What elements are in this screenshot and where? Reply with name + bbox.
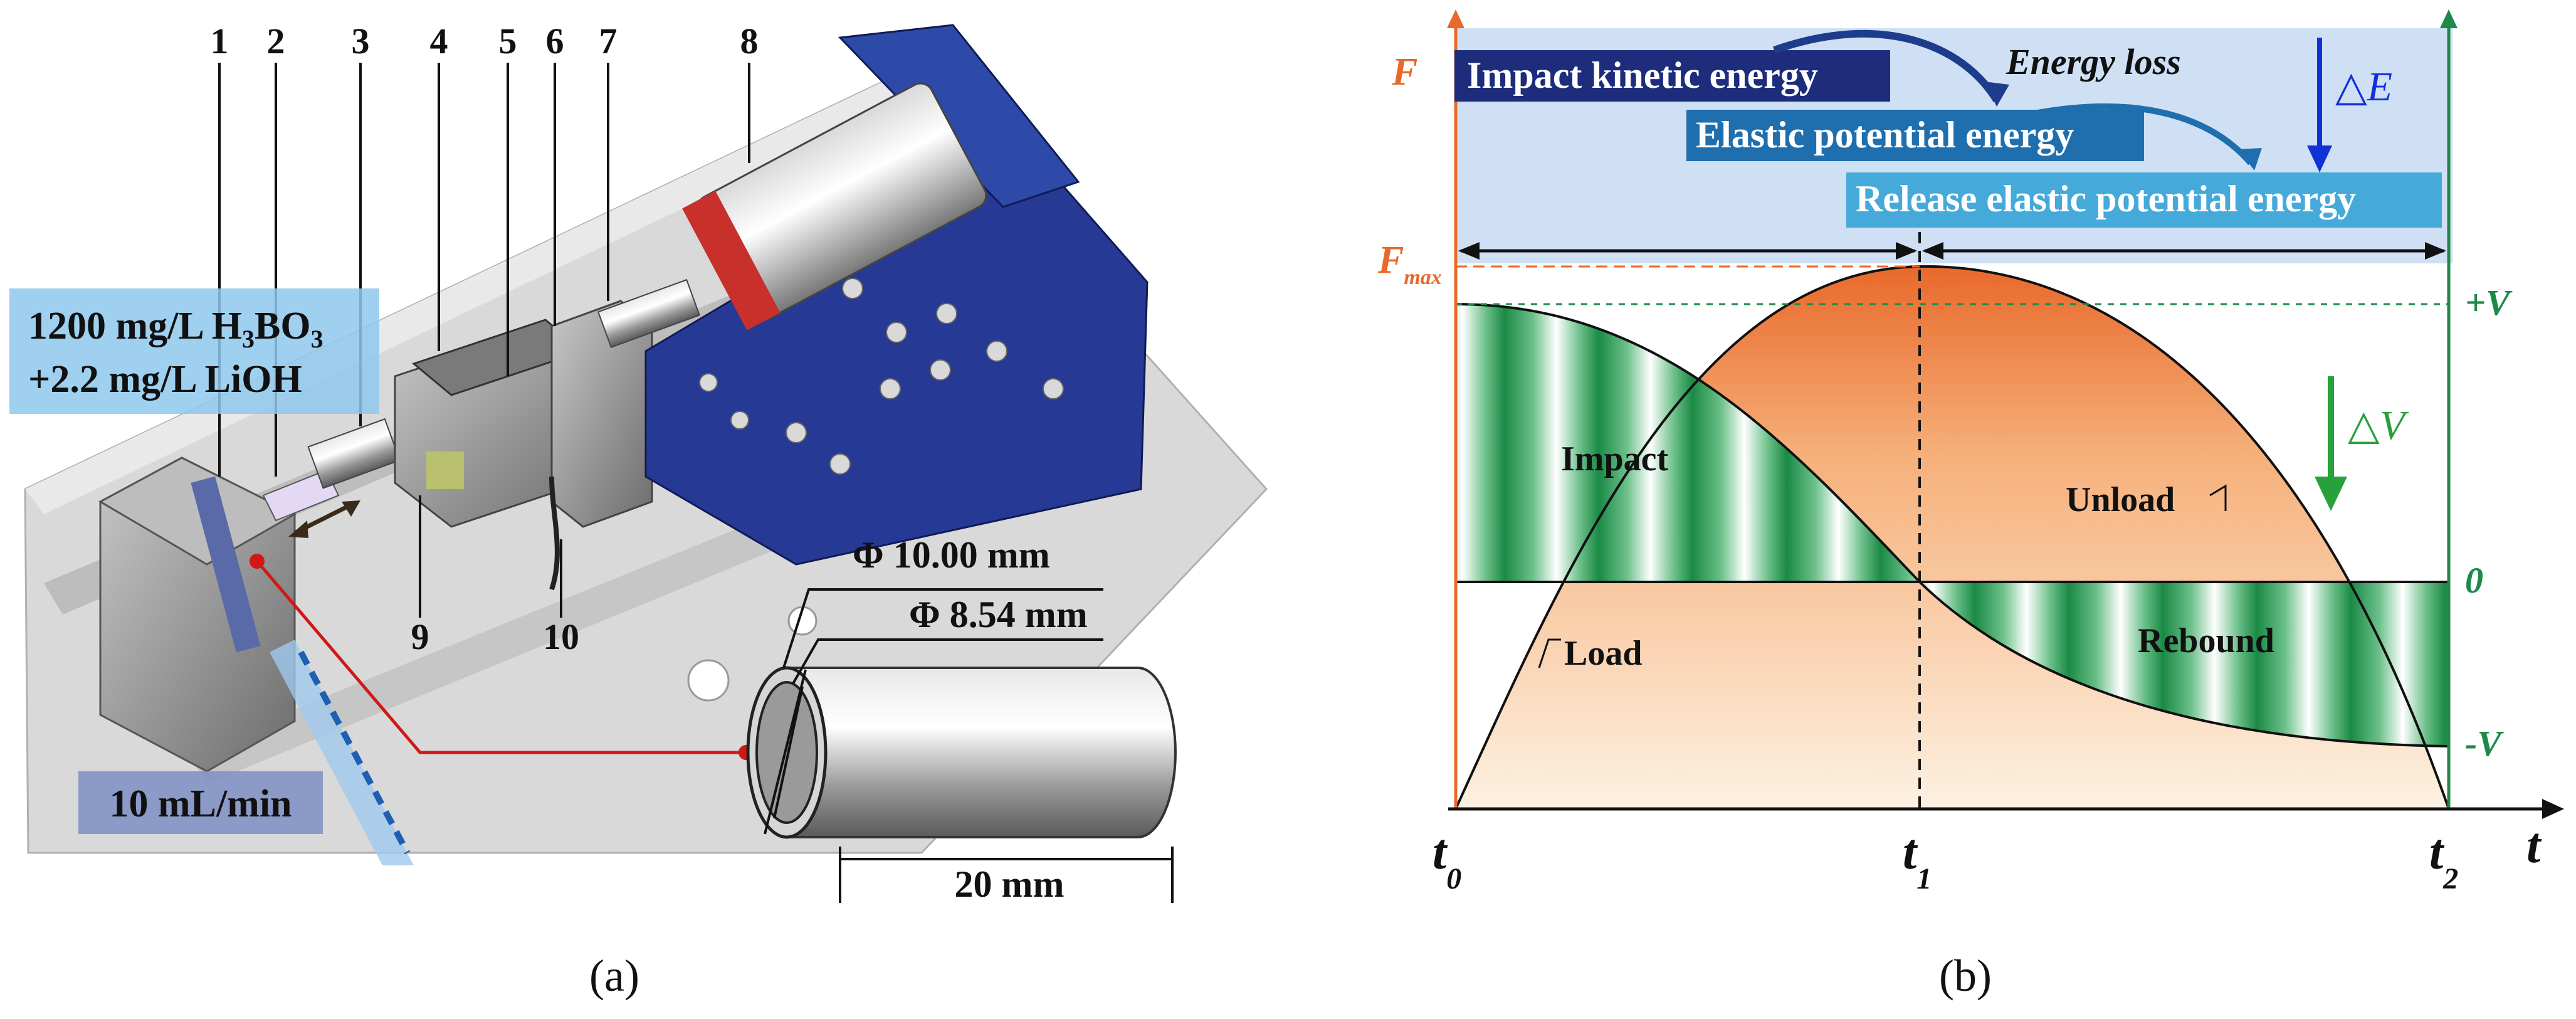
impact-kinetic-energy-text: Impact kinetic energy [1467,55,1818,96]
part-label-1: 1 [211,21,229,61]
part-label-9: 9 [411,616,429,657]
force-axis-label: F [1391,51,1417,93]
part-label-4: 4 [430,21,448,61]
elastic-potential-energy-text: Elastic potential energy [1696,114,2074,156]
delta-e-label: △E [2335,64,2392,110]
flow-rate: 10 mL/min [109,783,292,825]
part-label-5: 5 [499,21,517,61]
inner-diameter-label: Φ 8.54 mm [909,594,1088,635]
plus-v-tick: +V [2465,282,2513,323]
part-label-7: 7 [599,21,618,61]
t2-label: t2 [2429,825,2458,895]
part-number-labels: 1 2 3 4 5 6 7 8 9 10 [211,21,759,657]
force-curve [1454,265,2450,810]
outer-diameter-label: Φ 10.00 mm [853,534,1050,576]
impact-rod [307,418,401,489]
caption-a: (a) [589,951,639,1001]
delta-v-label: △V [2348,403,2409,448]
shaft [597,278,701,349]
t1-label: t1 [1903,825,1932,895]
impact-region [1456,304,1920,582]
time-axis-label: t [2526,818,2542,874]
part-label-8: 8 [740,21,759,61]
unload-label: Unload [2066,480,2175,519]
part-label-2: 2 [267,21,285,61]
release-energy-text: Release elastic potential energy [1856,178,2356,219]
elastic-potential-energy-box [1686,110,2144,161]
impact-kinetic-energy-box [1454,50,1890,102]
impact-label: Impact [1561,440,1668,478]
specimen-plate [191,476,261,653]
rebound-label: Rebound [2138,621,2274,660]
solution-label-box [9,288,379,414]
panel-a-apparatus: 1 2 3 4 5 6 7 8 9 10 1200 mg/L H3BO3 +2.… [9,21,1268,1001]
load-label: Load [1564,634,1643,673]
flow-label-box [78,771,323,834]
sensor-chip [426,451,464,489]
bolt-heads [699,278,1064,475]
panel-b-diagram: Impact kinetic energy Elastic potential … [1377,9,2564,1001]
cable [549,476,560,591]
rail-hole [687,659,730,702]
energy-loss-label: Energy loss [2006,41,2181,82]
minus-v-tick: -V [2465,723,2504,764]
solution-line-2: +2.2 mg/L LiOH [28,358,302,401]
solution-line-1: 1200 mg/L H3BO3 [28,305,323,353]
energy-transfer-arrow-2 [2037,103,2253,166]
impact-tip [262,469,340,522]
solution-flow-stream [270,640,414,865]
part-label-3: 3 [352,21,370,61]
specimen-tube [787,667,1177,838]
fmax-label: Fmax [1377,239,1442,289]
zero-tick: 0 [2465,560,2483,601]
tube-inner-face [755,681,818,824]
rebound-region [1920,582,2449,746]
motor-ring [682,191,781,330]
caption-b: (b) [1939,951,1992,1001]
specimen-callout-line [256,560,746,754]
t0-label: t0 [1433,825,1461,895]
energy-transfer-arrow-1 [1773,29,2000,103]
part-label-6: 6 [546,21,564,61]
release-energy-box [1846,172,2442,228]
part-label-10: 10 [543,616,579,657]
length-label: 20 mm [955,863,1065,905]
